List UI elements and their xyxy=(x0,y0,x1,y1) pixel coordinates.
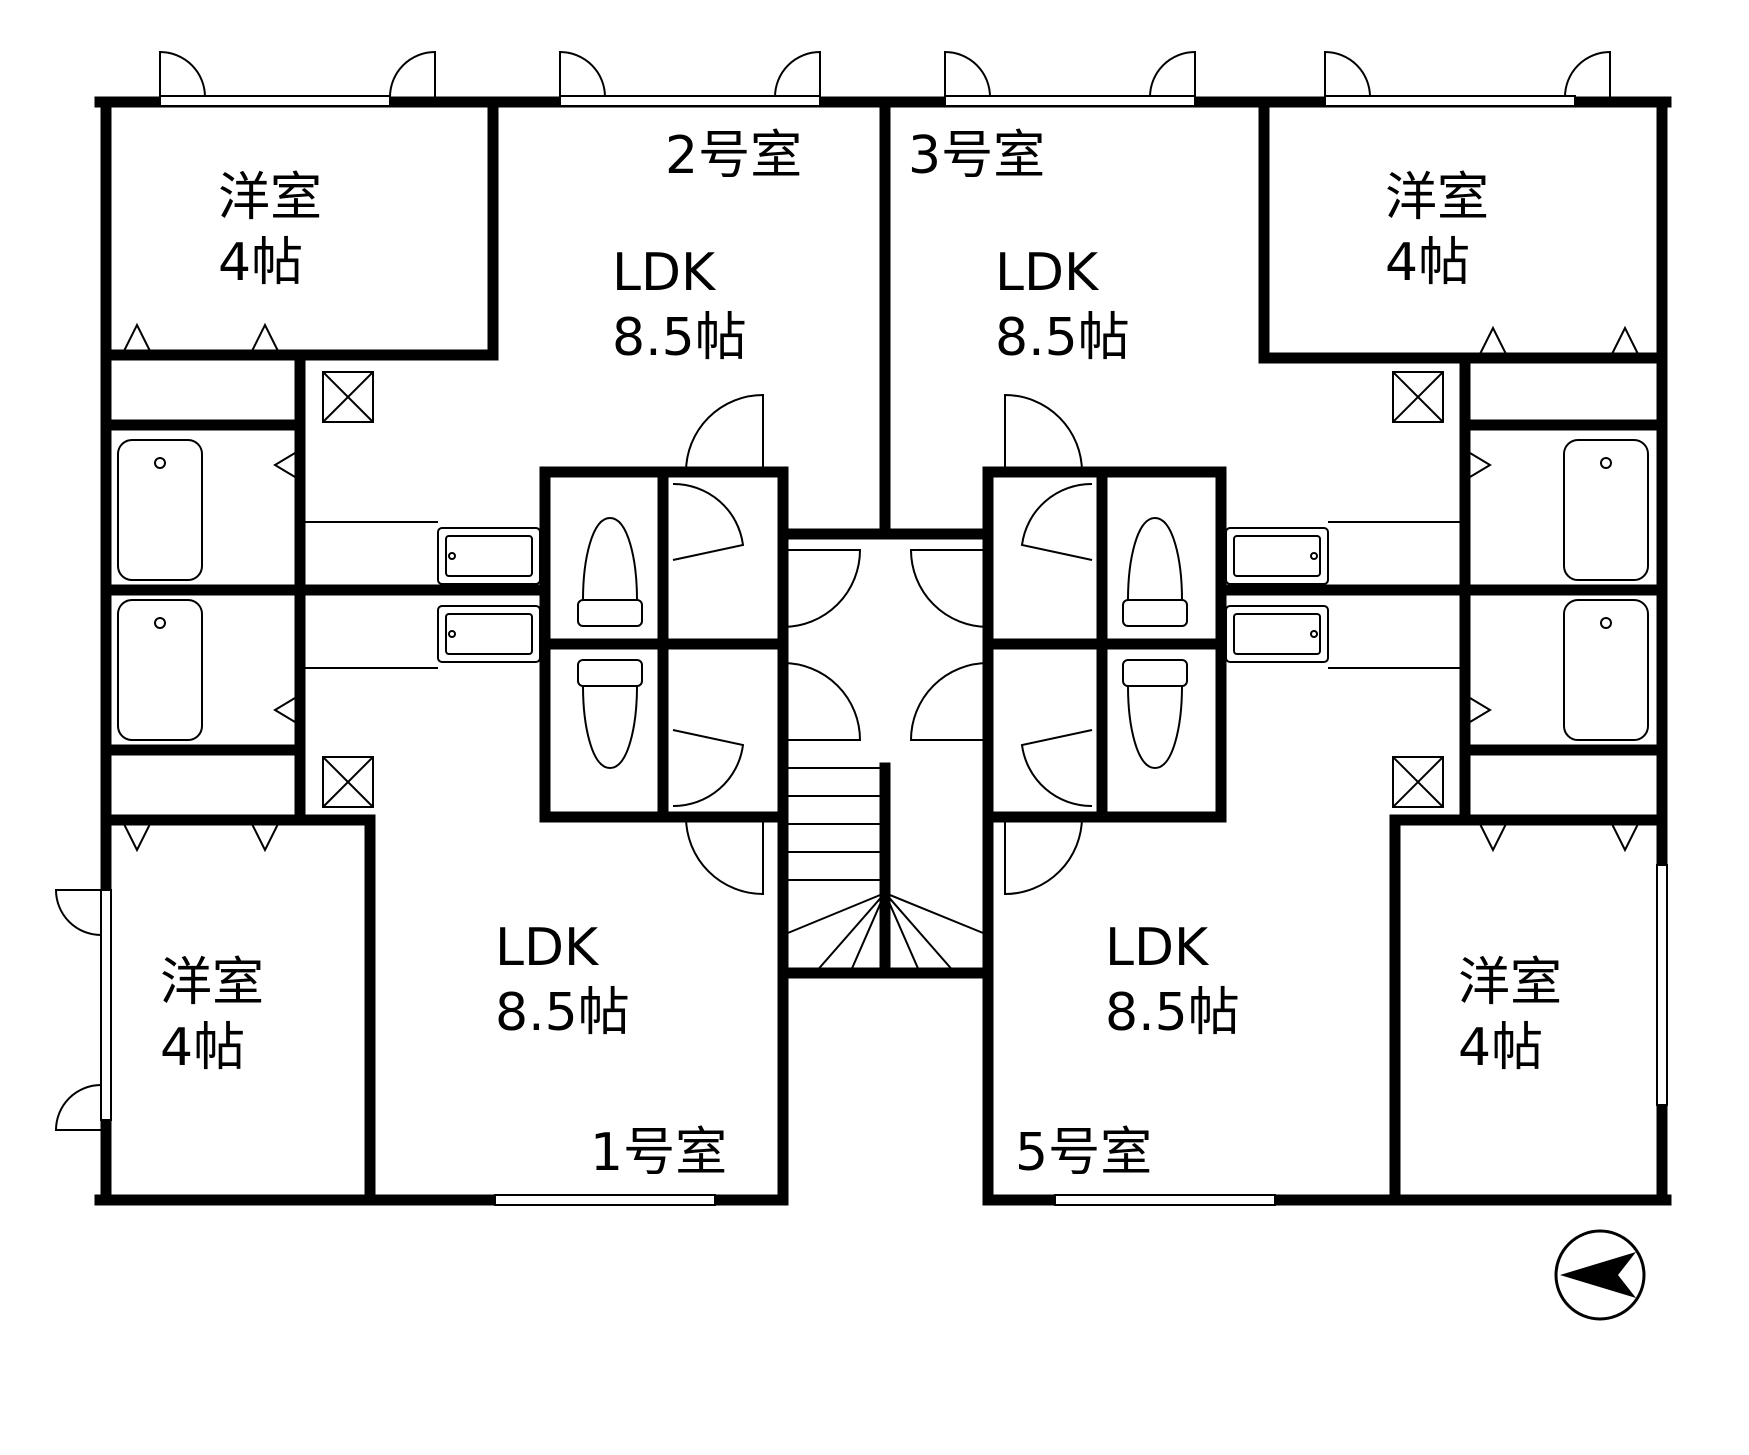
unit-1-room-ldk-size: 8.5帖 xyxy=(495,983,630,1043)
bathtub xyxy=(1563,599,1649,741)
washbasin xyxy=(1225,527,1329,585)
unit-5-room-bedroom-type: 洋室 xyxy=(1458,953,1562,1013)
bathtub xyxy=(1563,439,1649,581)
storage-box xyxy=(322,756,374,808)
unit-2-room-bedroom-size: 4帖 xyxy=(218,233,303,293)
unit-1-room-bedroom-type: 洋室 xyxy=(160,953,264,1013)
washbasin xyxy=(437,605,541,663)
storage-box xyxy=(1392,756,1444,808)
north-arrow-icon xyxy=(1554,1229,1646,1321)
bathtub xyxy=(117,599,203,741)
unit-5-room-ldk-type: LDK xyxy=(1105,918,1210,978)
toilet xyxy=(577,516,643,627)
unit-3-room-bedroom-type: 洋室 xyxy=(1385,168,1489,228)
doors xyxy=(54,50,1641,1131)
unit-5-room-bedroom-size: 4帖 xyxy=(1458,1018,1543,1078)
unit-2-room-bedroom-type: 洋室 xyxy=(218,168,322,228)
unit-3-room-ldk-type: LDK xyxy=(995,243,1100,303)
washbasin xyxy=(437,527,541,585)
stairs xyxy=(782,762,989,979)
unit-1-label: 1号室 xyxy=(590,1123,727,1183)
bathtub xyxy=(117,439,203,581)
unit-3-room-ldk-size: 8.5帖 xyxy=(995,308,1130,368)
toilet xyxy=(1122,659,1188,770)
storage-box xyxy=(322,371,374,423)
toilet xyxy=(577,659,643,770)
unit-1-room-bedroom-size: 4帖 xyxy=(160,1018,245,1078)
storage-box xyxy=(1392,371,1444,423)
unit-2-room-ldk-type: LDK xyxy=(612,243,717,303)
unit-1-room-ldk-type: LDK xyxy=(495,918,600,978)
unit-3-label: 3号室 xyxy=(908,126,1045,186)
unit-3-room-bedroom-size: 4帖 xyxy=(1385,233,1470,293)
unit-5-room-ldk-size: 8.5帖 xyxy=(1105,983,1240,1043)
interior-walls xyxy=(100,96,1668,1206)
windows xyxy=(100,95,1668,1206)
unit-2-label: 2号室 xyxy=(665,126,802,186)
unit-2-room-ldk-size: 8.5帖 xyxy=(612,308,747,368)
unit-5-label: 5号室 xyxy=(1015,1123,1152,1183)
washbasin xyxy=(1225,605,1329,663)
toilet xyxy=(1122,516,1188,627)
